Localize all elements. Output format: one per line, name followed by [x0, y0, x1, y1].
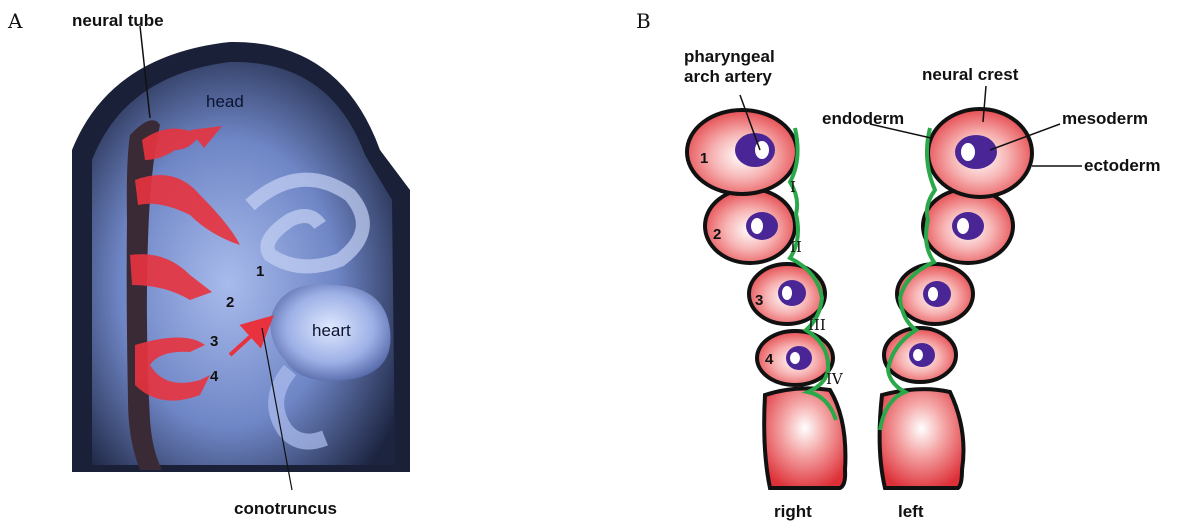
mesoderm-label: mesoderm [1062, 109, 1148, 128]
panel-a-letter: A [7, 9, 23, 33]
panel-b-letter: B [636, 9, 651, 33]
arch-number-b-4: 4 [765, 351, 774, 368]
right-base [764, 388, 845, 488]
left-artery-3-lumen [928, 287, 938, 301]
arch-number-a-1: 1 [256, 263, 264, 280]
neural-tube-label: neural tube [72, 11, 164, 30]
ectoderm-label: ectoderm [1084, 156, 1161, 175]
arch-number-b-1: 1 [700, 150, 708, 167]
head-label: head [206, 92, 244, 111]
pouch-numeral-1: I [790, 178, 796, 196]
endoderm-label: endoderm [822, 109, 904, 128]
heart-label: heart [312, 321, 351, 340]
conotruncus-label: conotruncus [234, 499, 337, 518]
pharyngeal-label-line2: arch artery [684, 67, 772, 86]
pharyngeal-label-line1: pharyngeal [684, 47, 775, 66]
left-label: left [898, 502, 924, 521]
pouch-numeral-3: III [808, 316, 826, 334]
arch-number-a-2: 2 [226, 294, 234, 311]
left-artery-2-lumen [957, 218, 969, 234]
arch-number-b-3: 3 [755, 292, 763, 309]
arch-number-a-3: 3 [210, 333, 218, 350]
neural-crest-label: neural crest [922, 65, 1019, 84]
right-artery-4-lumen [790, 352, 800, 364]
right-label: right [774, 502, 812, 521]
right-artery-2-lumen [751, 218, 763, 234]
right-arch-column [687, 110, 845, 488]
left-arch-column [880, 109, 1032, 488]
right-artery-3-lumen [782, 286, 792, 300]
arch-number-a-4: 4 [210, 368, 219, 385]
pouch-numeral-2: II [790, 238, 802, 256]
left-artery-1-lumen [961, 143, 975, 161]
arch-number-b-2: 2 [713, 226, 721, 243]
left-artery-4-lumen [913, 349, 923, 361]
pouch-numeral-4: IV [826, 370, 844, 388]
